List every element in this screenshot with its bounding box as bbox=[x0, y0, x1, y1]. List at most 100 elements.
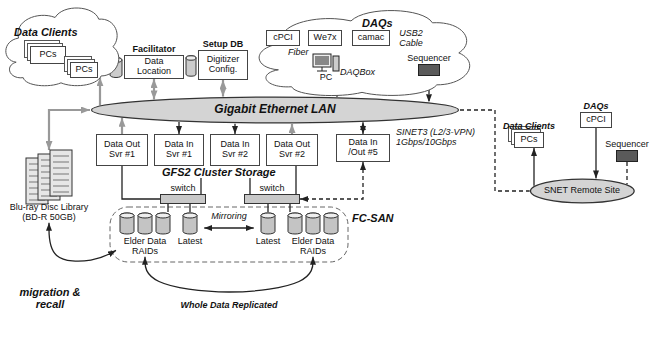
connector bbox=[289, 204, 290, 212]
node-label: cPCI bbox=[273, 33, 293, 43]
node-heading: DAQs bbox=[362, 17, 393, 29]
node-label: PCs bbox=[75, 65, 92, 75]
daq-crate: cPCI bbox=[266, 30, 300, 46]
connector bbox=[222, 80, 224, 97]
node-label: camac bbox=[358, 33, 385, 43]
node-heading: Sequencer bbox=[407, 54, 451, 64]
node-label: Elder Data RAIDs bbox=[284, 237, 342, 257]
pc-stack: Data ClientsPCs bbox=[514, 132, 544, 148]
node-label: Gigabit Ethernet LAN bbox=[214, 103, 335, 116]
pc-stack: PCs bbox=[30, 46, 66, 64]
node-heading: switch bbox=[259, 184, 284, 194]
connector bbox=[49, 223, 116, 261]
node-label: Data In Svr #2 bbox=[213, 140, 257, 160]
node-label: Blu-ray Disc Library (BD-R 50GB) bbox=[4, 203, 94, 223]
group-title: FC-SAN bbox=[352, 212, 394, 224]
node-label: Digitizer Config. bbox=[201, 55, 245, 75]
server-box: Data Out Svr #2 bbox=[266, 134, 318, 166]
connector bbox=[204, 227, 253, 228]
database-cylinder bbox=[186, 56, 196, 76]
connector bbox=[153, 79, 155, 100]
connector bbox=[49, 110, 90, 150]
edge-label: migration & recall bbox=[17, 286, 83, 310]
edge-label: Whole Data Replicated bbox=[178, 301, 279, 311]
node-heading: Data Clients bbox=[14, 26, 78, 38]
connector bbox=[145, 257, 313, 292]
fc-san-region bbox=[110, 207, 348, 262]
node-label: Latest bbox=[178, 237, 203, 247]
raid-group: Elder Data RAIDs bbox=[284, 212, 342, 257]
remote-site: SNET Remote Site bbox=[530, 178, 635, 204]
node-heading: Data Clients bbox=[503, 122, 555, 132]
node-label: Elder Data RAIDs bbox=[116, 237, 174, 257]
node-label: PCs bbox=[520, 135, 537, 145]
connector bbox=[626, 162, 627, 184]
link-label: SINET3 (L2/3-VPN) 1Gbps/10Gbps bbox=[396, 128, 490, 148]
connector bbox=[533, 148, 534, 186]
wire-label: USB2 Cable bbox=[394, 29, 428, 49]
node-label: Data Location bbox=[127, 57, 181, 77]
node-label: cPCI bbox=[586, 115, 606, 125]
server-box: Data In Svr #2 bbox=[210, 134, 260, 166]
node-label: We7x bbox=[314, 33, 337, 43]
sequencer-box: Sequencer bbox=[616, 150, 638, 162]
daq-cloud: DAQs cPCI We7x camacPC Sequencer bbox=[252, 4, 472, 98]
lan-bus: Gigabit Ethernet LAN bbox=[90, 96, 460, 124]
raid-group: Latest bbox=[254, 212, 283, 247]
client-cloud: Data ClientsPCsPCs bbox=[2, 2, 120, 88]
sequencer-box: Sequencer bbox=[418, 64, 440, 76]
disc-library-outline bbox=[6, 150, 92, 202]
connector bbox=[295, 166, 296, 194]
server-box: Data In /Out #5 bbox=[336, 134, 390, 162]
node-label: PCs bbox=[39, 50, 56, 60]
node-label: Latest bbox=[256, 237, 281, 247]
daq-crate: camac bbox=[352, 30, 390, 46]
switch-box: switch bbox=[244, 194, 300, 204]
connector bbox=[267, 204, 268, 212]
connector bbox=[291, 124, 293, 134]
wire-label: Fiber bbox=[288, 48, 309, 58]
connector bbox=[595, 128, 596, 178]
raid-group-outline bbox=[176, 212, 204, 236]
node-heading: Sequencer bbox=[605, 140, 649, 150]
raid-group-outline bbox=[286, 212, 340, 236]
database-box: FacilitatorData Location bbox=[124, 55, 184, 79]
disc-library: Blu-ray Disc Library (BD-R 50GB) bbox=[4, 150, 94, 223]
pc-icon-outline bbox=[312, 54, 340, 72]
connector bbox=[362, 122, 363, 134]
raid-group: Latest bbox=[176, 212, 205, 247]
database-box: Setup DBDigitizer Config. bbox=[198, 50, 248, 80]
node-heading: Facilitator bbox=[132, 45, 175, 55]
raid-group-outline bbox=[118, 212, 172, 236]
node-heading: Setup DB bbox=[203, 40, 244, 50]
node-label: Data In /Out #5 bbox=[339, 138, 387, 158]
group-title: GFS2 Cluster Storage bbox=[160, 166, 278, 178]
node-label: Data Out Svr #1 bbox=[99, 140, 145, 160]
connector bbox=[122, 166, 160, 199]
node-heading: PC bbox=[320, 73, 333, 83]
connector bbox=[189, 204, 190, 212]
connector bbox=[99, 77, 101, 105]
node-label: Data Out Svr #2 bbox=[269, 140, 315, 160]
pc-stack: PCs bbox=[70, 62, 98, 78]
device-label: DAQBox bbox=[340, 68, 372, 78]
server-box: Data In Svr #1 bbox=[154, 134, 204, 166]
edge-label: Mirroring bbox=[209, 212, 249, 222]
raid-group: Elder Data RAIDs bbox=[116, 212, 174, 257]
client-cloud-outline bbox=[2, 2, 120, 88]
raid-group-outline bbox=[254, 212, 282, 236]
connector bbox=[300, 162, 363, 199]
daq-crate: We7x bbox=[308, 30, 342, 46]
node-label: Data In Svr #1 bbox=[157, 140, 201, 160]
node-heading: switch bbox=[170, 184, 195, 194]
connector bbox=[178, 122, 179, 134]
connector bbox=[121, 118, 123, 134]
connector bbox=[167, 204, 168, 212]
node-label: SNET Remote Site bbox=[544, 186, 620, 196]
pc-icon: PC bbox=[312, 54, 340, 72]
switch-box: switch bbox=[160, 194, 206, 204]
connector bbox=[234, 124, 235, 134]
daq-crate: DAQscPCI bbox=[580, 112, 612, 128]
node-heading: DAQs bbox=[583, 102, 608, 112]
